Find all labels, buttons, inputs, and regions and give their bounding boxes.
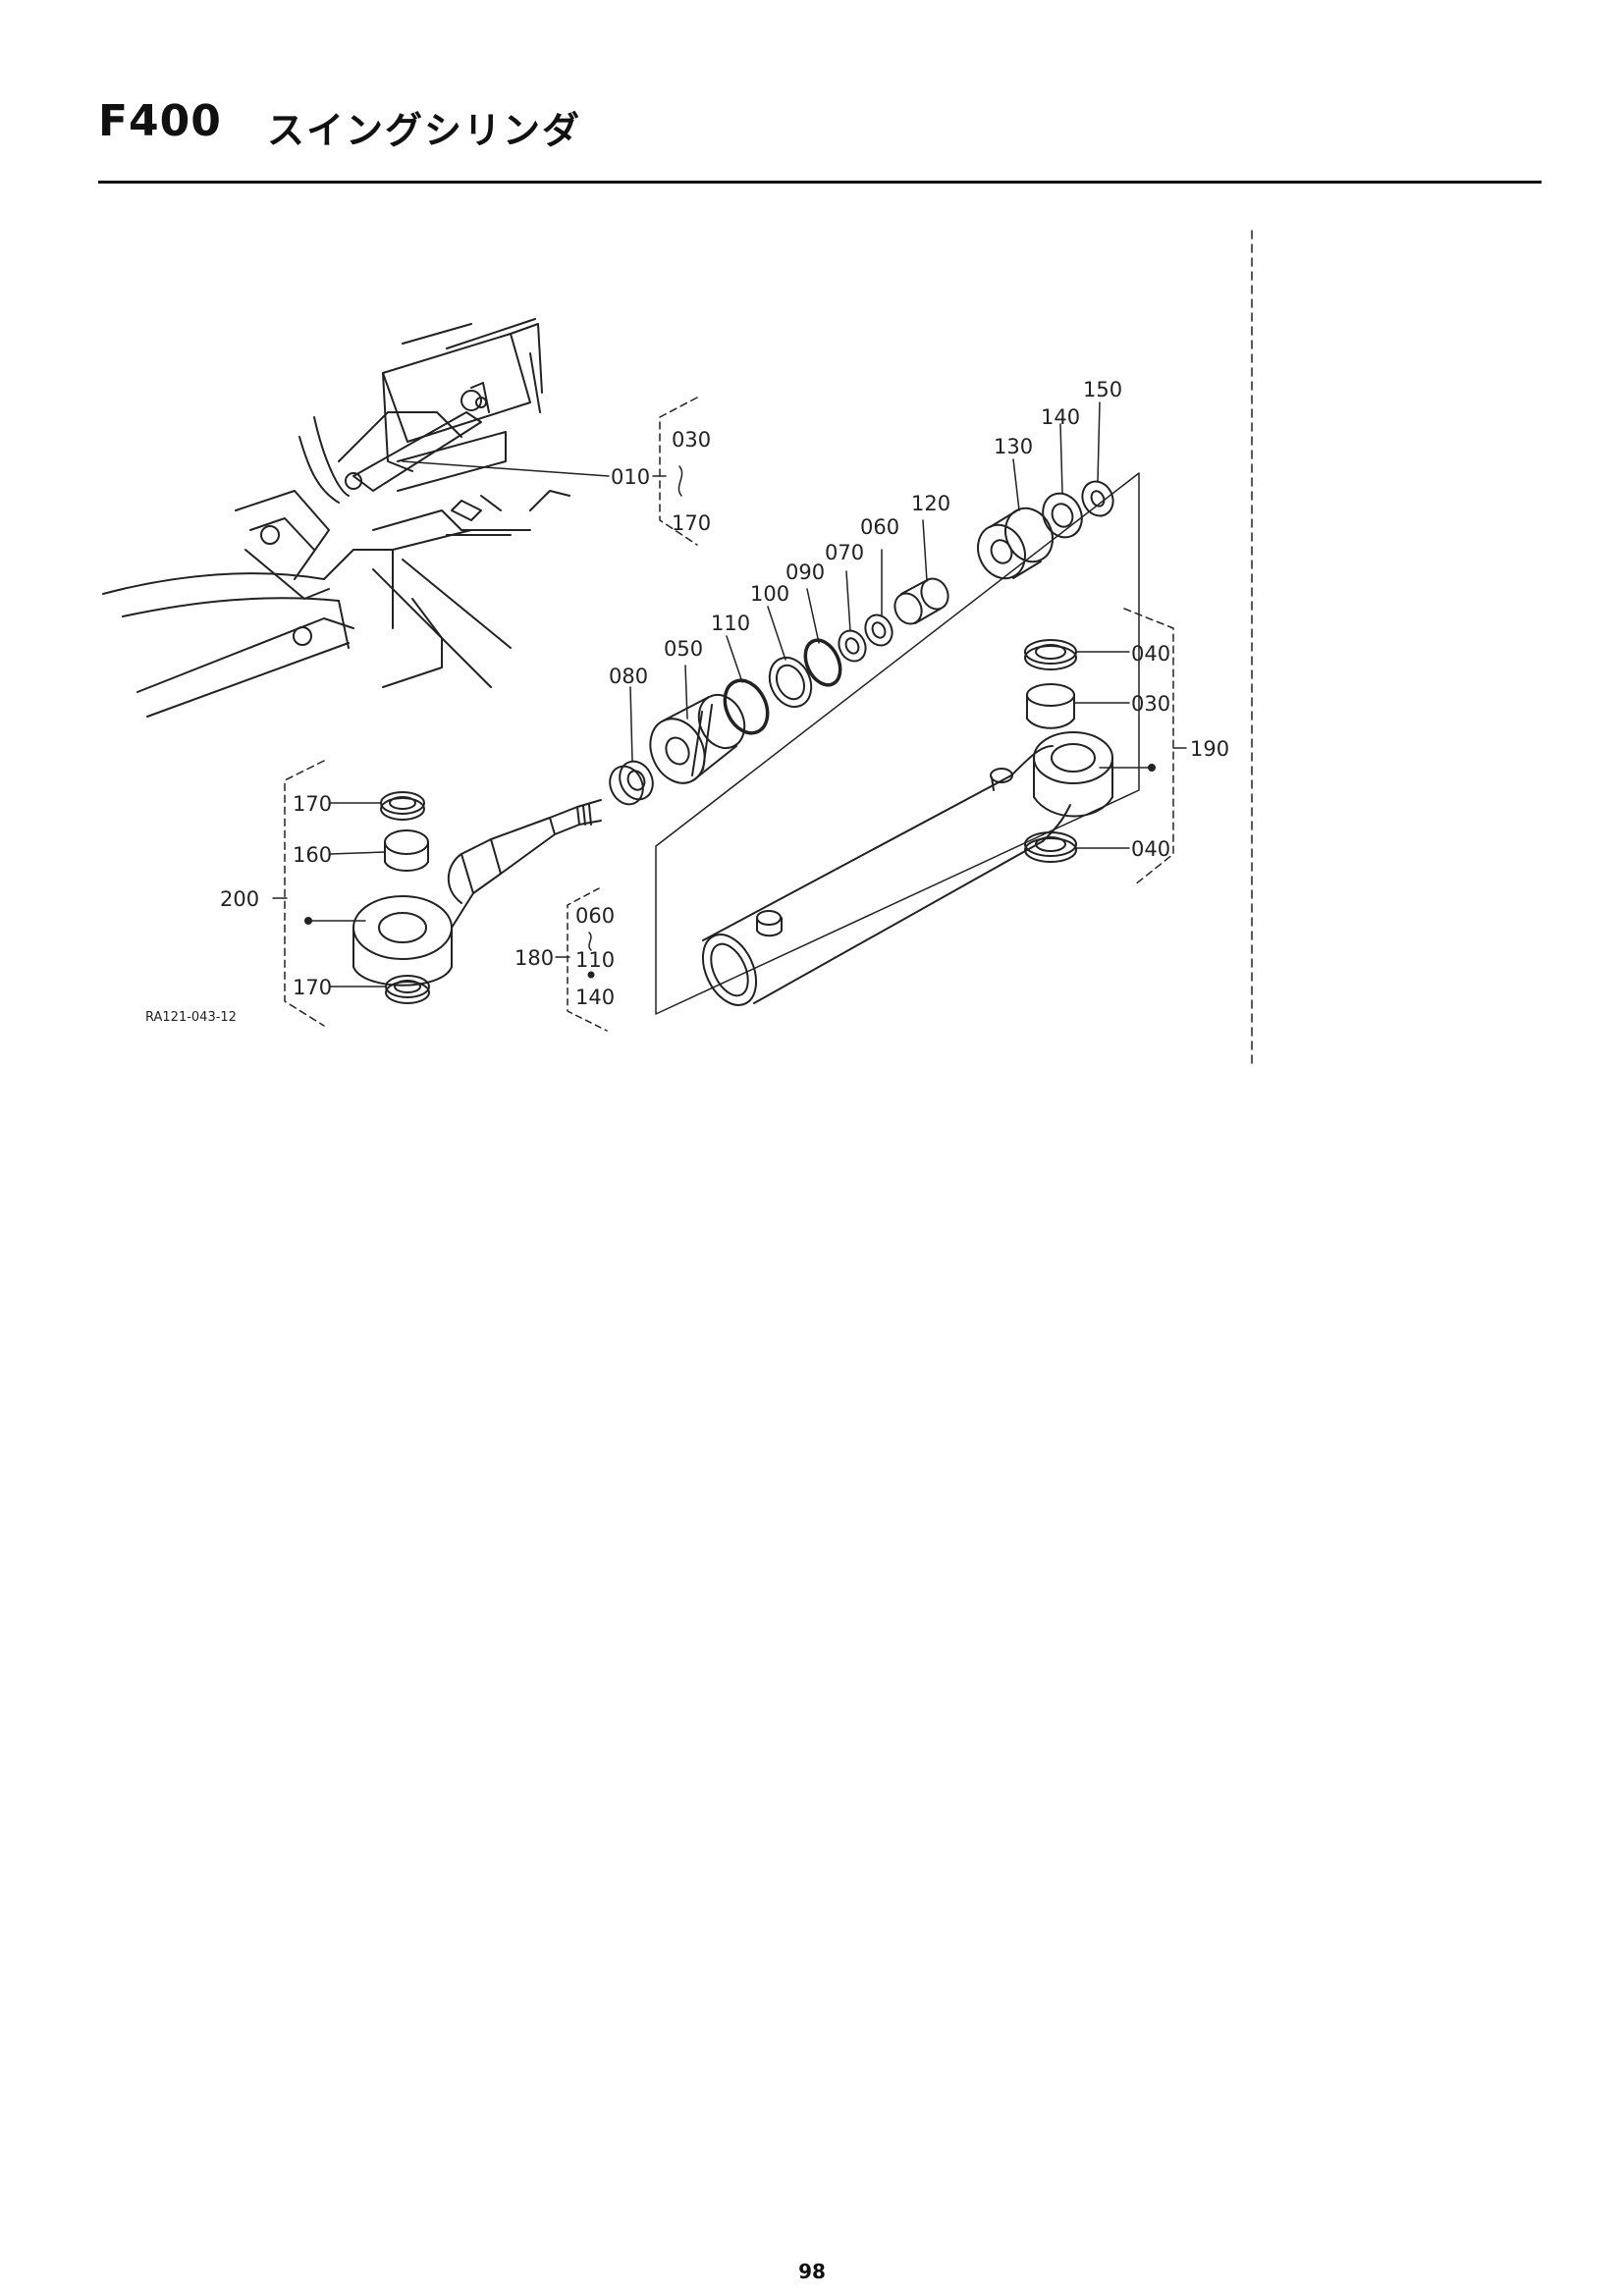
part-label-010: 010 — [611, 465, 650, 489]
diagram-reference-code: RA121-043-12 — [145, 1010, 237, 1025]
part-label-040-top: 040 — [1131, 642, 1170, 666]
part-label-170-bottom: 170 — [293, 976, 332, 999]
cylinder-tube-assembly — [655, 472, 1140, 1015]
part-label-110-set: 110 — [575, 948, 615, 972]
part-label-150: 150 — [1083, 378, 1122, 401]
part-label-130: 130 — [994, 435, 1033, 458]
part-label-090: 090 — [785, 561, 825, 584]
page-number: 98 — [798, 2260, 826, 2283]
part-label-030: 030 — [672, 428, 711, 452]
part-label-120: 120 — [911, 492, 950, 515]
part-label-140-set: 140 — [575, 986, 615, 1009]
part-label-140: 140 — [1041, 405, 1080, 429]
part-label-180: 180 — [514, 946, 554, 970]
part-label-160: 160 — [293, 843, 332, 867]
part-label-100: 100 — [750, 582, 789, 606]
part-label-050: 050 — [664, 637, 703, 661]
tractor-mount-sketch — [102, 318, 570, 718]
part-label-030-tube: 030 — [1131, 692, 1170, 716]
piston-and-seals — [609, 480, 1114, 806]
part-label-170-top: 170 — [293, 792, 332, 816]
part-label-040-bottom: 040 — [1131, 837, 1170, 861]
part-label-190: 190 — [1190, 737, 1229, 761]
exploded-parts-diagram: 010 030 170 150 140 130 120 060 070 090 … — [102, 230, 1253, 1066]
part-label-200: 200 — [220, 887, 259, 911]
part-label-170: 170 — [672, 511, 711, 535]
part-label-060-set: 060 — [575, 904, 615, 928]
part-label-110: 110 — [711, 612, 750, 635]
part-label-080: 080 — [609, 665, 648, 688]
section-title: スイングシリンダ — [267, 109, 582, 152]
header-rule — [98, 181, 1542, 184]
page-header: F400 スイングシリンダ — [98, 96, 1542, 155]
piston-rod-assembly — [352, 791, 602, 1004]
section-code: F400 — [98, 96, 222, 146]
part-label-070: 070 — [825, 541, 864, 564]
part-label-060: 060 — [860, 515, 899, 539]
